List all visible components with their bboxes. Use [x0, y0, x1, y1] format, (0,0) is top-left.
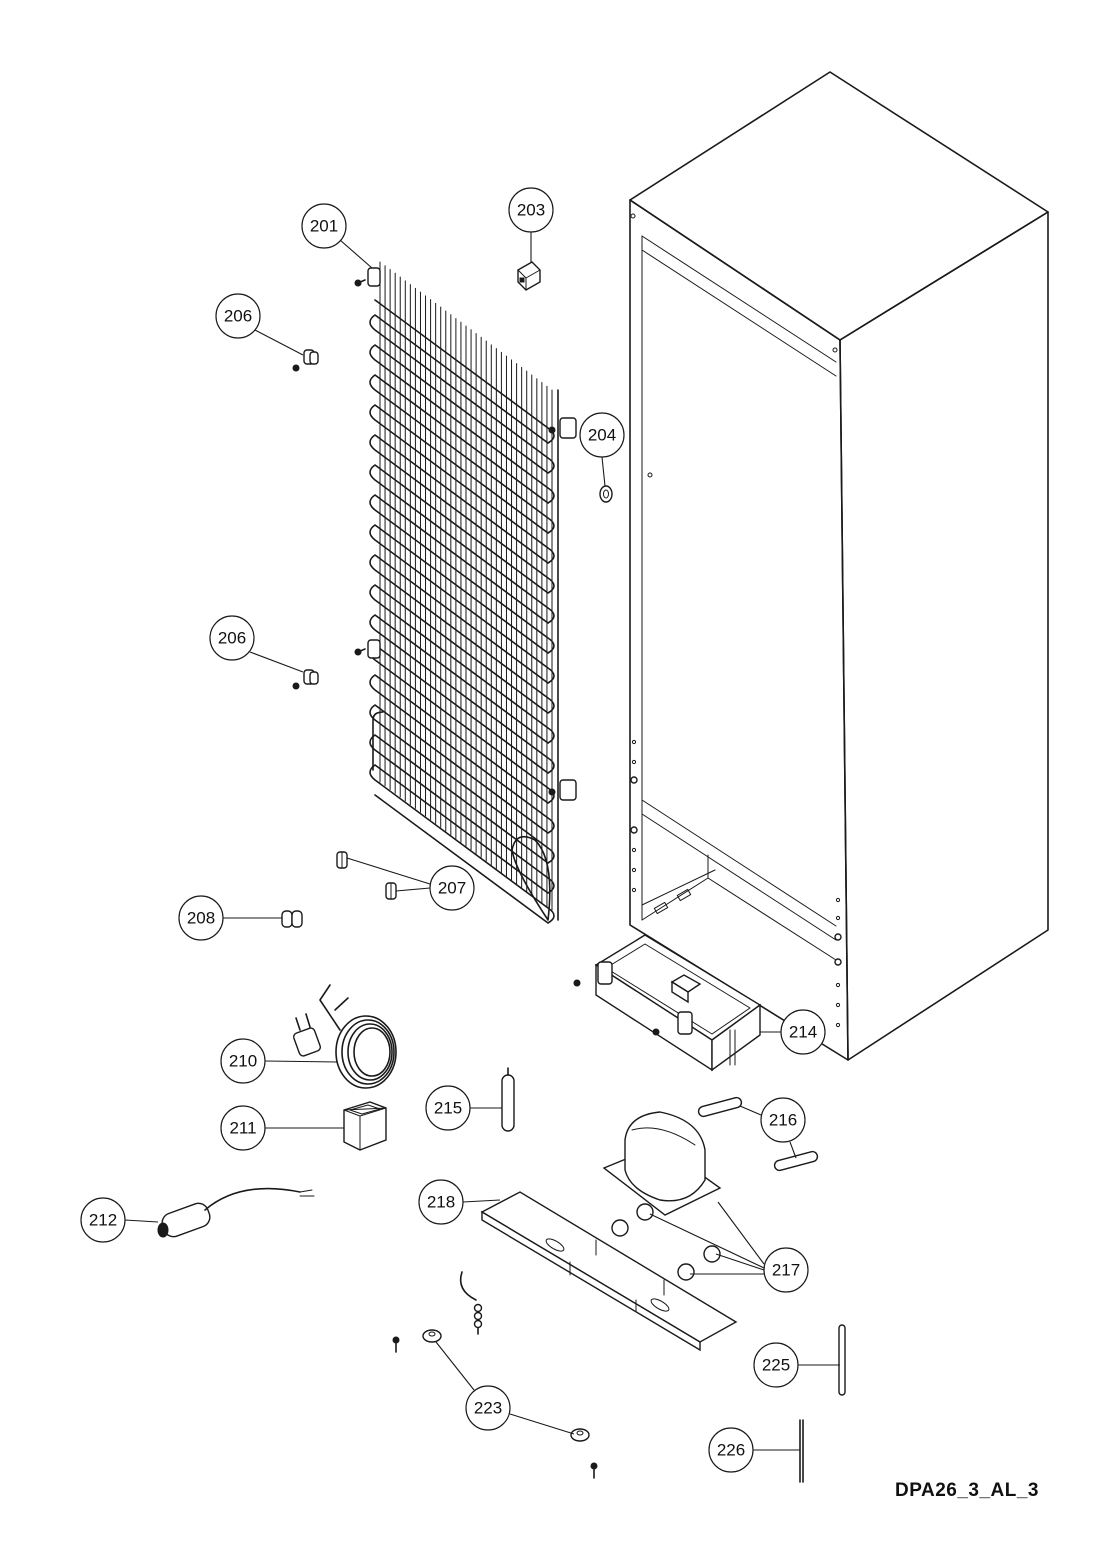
callout-label-210: 210 [229, 1052, 257, 1071]
screw-icon [354, 279, 366, 287]
callout-label-212: 212 [89, 1211, 117, 1230]
leader-line [249, 651, 304, 673]
callout-layer: 201 203 204 206 206 207 208 210 211 212 214 215 216 2… [80, 187, 840, 1473]
leader-line [789, 1141, 797, 1159]
callout-bubble [220, 1038, 266, 1084]
leader-line [264, 1060, 339, 1063]
leader-line [124, 1219, 159, 1223]
callout-bubble [220, 1105, 266, 1151]
callout-label-206: 206 [218, 629, 246, 648]
leader-line [739, 1105, 762, 1116]
callout-label-225: 225 [762, 1356, 790, 1375]
callout-label-211: 211 [229, 1119, 256, 1138]
callout-bubble [508, 187, 554, 233]
callout-label-208: 208 [187, 909, 215, 928]
callout-bubble [425, 1085, 471, 1131]
part-214-drip-tray [573, 934, 762, 1072]
part-217-compressor [602, 1111, 722, 1281]
callout-label-217: 217 [772, 1261, 800, 1280]
callout-label-214: 214 [789, 1023, 817, 1042]
refrigerator-cabinet [629, 71, 1049, 1061]
leader-line [649, 1213, 765, 1269]
callout-bubble [780, 1009, 826, 1055]
callout-label-218: 218 [427, 1193, 455, 1212]
part-204-grommet [599, 485, 613, 503]
screw-icon [548, 426, 556, 434]
fastener-stack [392, 1271, 598, 1479]
leader-line [254, 329, 304, 356]
callout-bubble [429, 865, 475, 911]
leader-line [346, 857, 431, 885]
callout-bubble [753, 1342, 799, 1388]
callout-label-223: 223 [474, 1399, 502, 1418]
part-208-connector [281, 910, 303, 928]
callout-bubble [418, 1179, 464, 1225]
callout-label-203: 203 [517, 201, 545, 220]
callout-label-204: 204 [588, 426, 616, 445]
condenser-coil [354, 261, 577, 924]
leader-line [395, 887, 431, 892]
callout-bubble [708, 1427, 754, 1473]
callout-label-226: 226 [717, 1441, 745, 1460]
leader-line [601, 456, 606, 487]
leader-line [462, 1199, 501, 1203]
part-215-filter-drier [501, 1067, 515, 1132]
part-210-power-cord [292, 984, 397, 1089]
callout-bubble [763, 1247, 809, 1293]
screw-icon [548, 788, 556, 796]
part-212-capacitor [157, 1187, 315, 1238]
part-206-clamp [292, 349, 319, 690]
callout-bubble [465, 1385, 511, 1431]
leader-line [717, 1201, 765, 1265]
leader-line [715, 1253, 765, 1271]
callout-bubble [178, 895, 224, 941]
callout-bubble [209, 615, 255, 661]
callout-bubble [760, 1097, 806, 1143]
callout-label-216: 216 [769, 1111, 797, 1130]
part-203-clip [517, 261, 541, 291]
leader-line [339, 239, 373, 269]
leader-line [435, 1341, 475, 1391]
part-211-block [343, 1101, 387, 1151]
callout-label-215: 215 [434, 1099, 462, 1118]
part-225-rod [838, 1324, 846, 1396]
part-226-rod [799, 1419, 804, 1483]
part-216-bracket [697, 1096, 819, 1172]
part-223-foot [422, 1329, 590, 1442]
screw-icon [354, 648, 366, 656]
drawing-code: DPA26_3_AL_3 [895, 1480, 1040, 1501]
callout-label-206: 206 [224, 307, 252, 326]
callout-bubble [215, 293, 261, 339]
part-207-spacer [336, 851, 397, 900]
callout-bubble [80, 1197, 126, 1243]
leader-line [509, 1413, 575, 1435]
callout-bubble [301, 203, 347, 249]
callout-bubble [579, 412, 625, 458]
callout-label-207: 207 [438, 879, 466, 898]
part-218-base-plate [480, 1191, 738, 1352]
callout-label-201: 201 [310, 217, 338, 236]
